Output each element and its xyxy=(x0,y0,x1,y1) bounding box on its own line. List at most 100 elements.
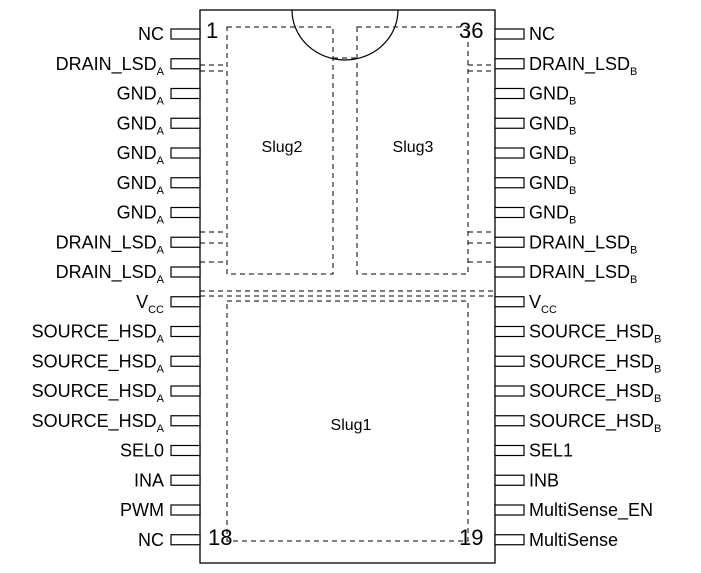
right-pin-12: SOURCE_HSDB xyxy=(494,351,661,375)
left-pin-name: NC xyxy=(138,24,164,44)
left-pin-name: NC xyxy=(138,530,164,550)
left-pin-15: SEL0 xyxy=(120,441,201,461)
left-pin-4: GNDA xyxy=(117,113,201,137)
left-pin-10: VCC xyxy=(136,292,201,316)
pin-number-19: 19 xyxy=(459,525,483,550)
right-pin-subscript: B xyxy=(654,423,661,435)
right-pin-15: SEL1 xyxy=(494,441,573,461)
right-pin-label: GNDB xyxy=(529,143,576,167)
right-pin-name: V xyxy=(529,292,541,312)
left-pin-name: GND xyxy=(117,203,157,223)
right-pin-subscript: B xyxy=(569,185,576,197)
left-pin-label: DRAIN_LSDA xyxy=(56,262,165,286)
left-pin-lead xyxy=(170,236,201,248)
right-pin-label: DRAIN_LSDB xyxy=(529,54,637,78)
slug1-label: Slug1 xyxy=(331,417,372,434)
right-pin-lead xyxy=(494,534,525,546)
right-pin-label: MultiSense_EN xyxy=(529,500,653,521)
right-pin-lead xyxy=(494,28,525,40)
left-pin-name: SEL0 xyxy=(120,441,164,461)
pin1-notch xyxy=(291,9,399,61)
slug3-link-drain-top xyxy=(468,64,495,72)
right-pin-label: SOURCE_HSDB xyxy=(529,381,661,405)
left-pin-name: INA xyxy=(134,470,164,490)
left-pin-subscript: A xyxy=(157,423,165,435)
right-pin-subscript: B xyxy=(569,155,576,167)
left-pin-lead xyxy=(170,147,201,159)
right-pin-label: INB xyxy=(529,470,559,490)
right-pin-label: GNDB xyxy=(529,173,576,197)
left-pin-12: SOURCE_HSDA xyxy=(32,351,201,375)
right-pin-8: DRAIN_LSDB xyxy=(494,232,637,256)
left-pin-subscript: A xyxy=(157,274,165,286)
left-pin-name: GND xyxy=(117,113,157,133)
left-pin-name: PWM xyxy=(120,500,164,520)
right-pin-label: DRAIN_LSDB xyxy=(529,232,637,256)
right-pin-label: DRAIN_LSDB xyxy=(529,262,637,286)
left-pin-label: NC xyxy=(138,24,164,44)
right-pin-10: VCC xyxy=(494,292,557,316)
slug3-label: Slug3 xyxy=(393,139,434,156)
right-pin-7: GNDB xyxy=(494,203,576,227)
left-pin-lead xyxy=(170,474,201,486)
left-pin-name: SOURCE_HSD xyxy=(32,322,157,343)
left-pin-lead xyxy=(170,177,201,189)
right-pin-lead xyxy=(494,474,525,486)
vcc-link xyxy=(200,290,495,297)
left-pin-name: GND xyxy=(117,84,157,104)
left-pin-lead xyxy=(170,385,201,397)
right-pin-name: MultiSense_EN xyxy=(529,500,653,521)
right-pin-lead xyxy=(494,355,525,367)
right-pin-column: NCDRAIN_LSDBGNDBGNDBGNDBGNDBGNDBDRAIN_LS… xyxy=(494,24,661,550)
slug3-link-drain-bottom xyxy=(468,231,495,263)
left-pin-subscript: A xyxy=(157,334,165,346)
left-pin-name: SOURCE_HSD xyxy=(32,411,157,432)
right-pin-subscript: B xyxy=(569,215,576,227)
left-pin-lead xyxy=(170,58,201,70)
right-pin-6: GNDB xyxy=(494,173,576,197)
right-pin-17: MultiSense_EN xyxy=(494,500,653,521)
left-pin-subscript: A xyxy=(157,215,165,227)
right-pin-lead xyxy=(494,206,525,219)
right-pin-label: MultiSense xyxy=(529,530,618,550)
right-pin-subscript: B xyxy=(654,334,661,346)
right-pin-name: DRAIN_LSD xyxy=(529,262,630,283)
right-pin-name: SOURCE_HSD xyxy=(529,351,654,372)
right-pin-label: GNDB xyxy=(529,203,576,227)
left-pin-subscript: A xyxy=(157,244,165,256)
left-pin-6: GNDA xyxy=(117,173,201,197)
right-pin-name: GND xyxy=(529,173,569,193)
left-pin-label: SOURCE_HSDA xyxy=(32,351,165,375)
right-pin-subscript: B xyxy=(630,66,637,78)
left-pin-lead xyxy=(170,325,201,338)
slug1-outline xyxy=(226,300,469,542)
package-body xyxy=(199,9,496,564)
right-pin-lead xyxy=(494,87,525,100)
left-pin-lead xyxy=(170,444,201,457)
right-pin-label: GNDB xyxy=(529,113,576,137)
left-pin-lead xyxy=(170,415,201,427)
right-pin-lead xyxy=(494,266,525,278)
right-pin-1: NC xyxy=(494,24,555,44)
left-pin-name: DRAIN_LSD xyxy=(56,262,157,283)
left-pin-17: PWM xyxy=(120,500,201,520)
slug2-outline xyxy=(226,26,334,275)
left-pin-1: NC xyxy=(138,24,201,44)
left-pin-label: GNDA xyxy=(117,143,165,167)
right-pin-subscript: B xyxy=(569,125,576,137)
left-pin-7: GNDA xyxy=(117,203,201,227)
left-pin-label: SEL0 xyxy=(120,441,164,461)
right-pin-subscript: B xyxy=(654,393,661,405)
slug3-outline xyxy=(356,26,469,275)
left-pin-label: PWM xyxy=(120,500,164,520)
pin-number-18: 18 xyxy=(208,525,232,550)
right-pin-lead xyxy=(494,444,525,457)
right-pin-lead xyxy=(494,325,525,338)
right-pin-9: DRAIN_LSDB xyxy=(494,262,637,286)
right-pin-name: GND xyxy=(529,203,569,223)
slug2-label: Slug2 xyxy=(262,139,303,156)
right-pin-name: INB xyxy=(529,470,559,490)
right-pin-label: SEL1 xyxy=(529,441,573,461)
right-pin-label: SOURCE_HSDB xyxy=(529,411,661,435)
